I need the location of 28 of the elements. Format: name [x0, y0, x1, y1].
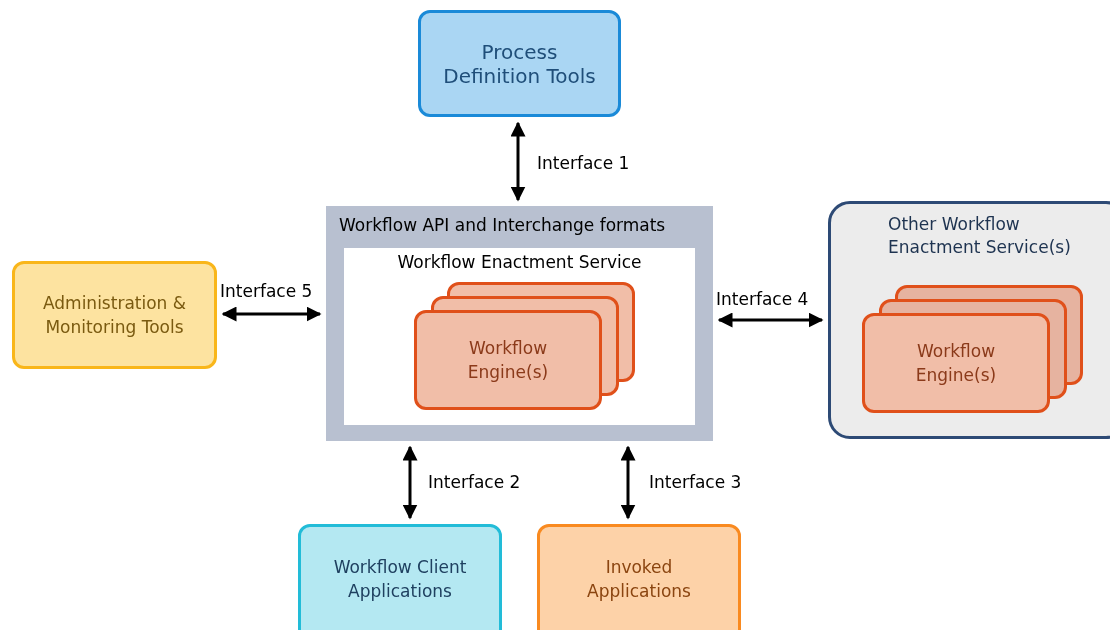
api-band: [326, 206, 713, 441]
edge-label: Interface 2: [428, 471, 521, 494]
node-label: Workflow Enactment Service: [396, 251, 643, 274]
node-label: Workflow Client Applications: [332, 556, 468, 603]
process-box: [298, 524, 502, 630]
node-label: Workflow API and Interchange formats: [339, 214, 666, 237]
stacked-cards: [414, 282, 636, 411]
edge-label: Interface 4: [716, 288, 809, 311]
service-panel: [344, 248, 695, 425]
process-box: [418, 10, 621, 117]
process-box: [537, 524, 741, 630]
edge-label: Interface 1: [537, 152, 630, 175]
node-label: Administration & Monitoring Tools: [41, 292, 188, 339]
double-arrow: [717, 312, 824, 328]
node-label: Invoked Applications: [586, 556, 692, 603]
service-container: [828, 201, 1110, 439]
node-label: Other Workflow Enactment Service(s): [888, 213, 1072, 259]
double-arrow: [402, 445, 418, 520]
node-label: Workflow Engine(s): [914, 340, 998, 387]
stacked-cards: [862, 285, 1084, 414]
edge-label: Interface 5: [220, 280, 313, 303]
process-box: [12, 261, 217, 369]
node-label: Workflow Engine(s): [466, 337, 550, 384]
double-arrow: [221, 306, 322, 322]
edge-label: Interface 3: [649, 471, 742, 494]
double-arrow: [620, 445, 636, 520]
node-label: Process Definition Tools: [442, 39, 597, 88]
double-arrow: [510, 121, 526, 202]
